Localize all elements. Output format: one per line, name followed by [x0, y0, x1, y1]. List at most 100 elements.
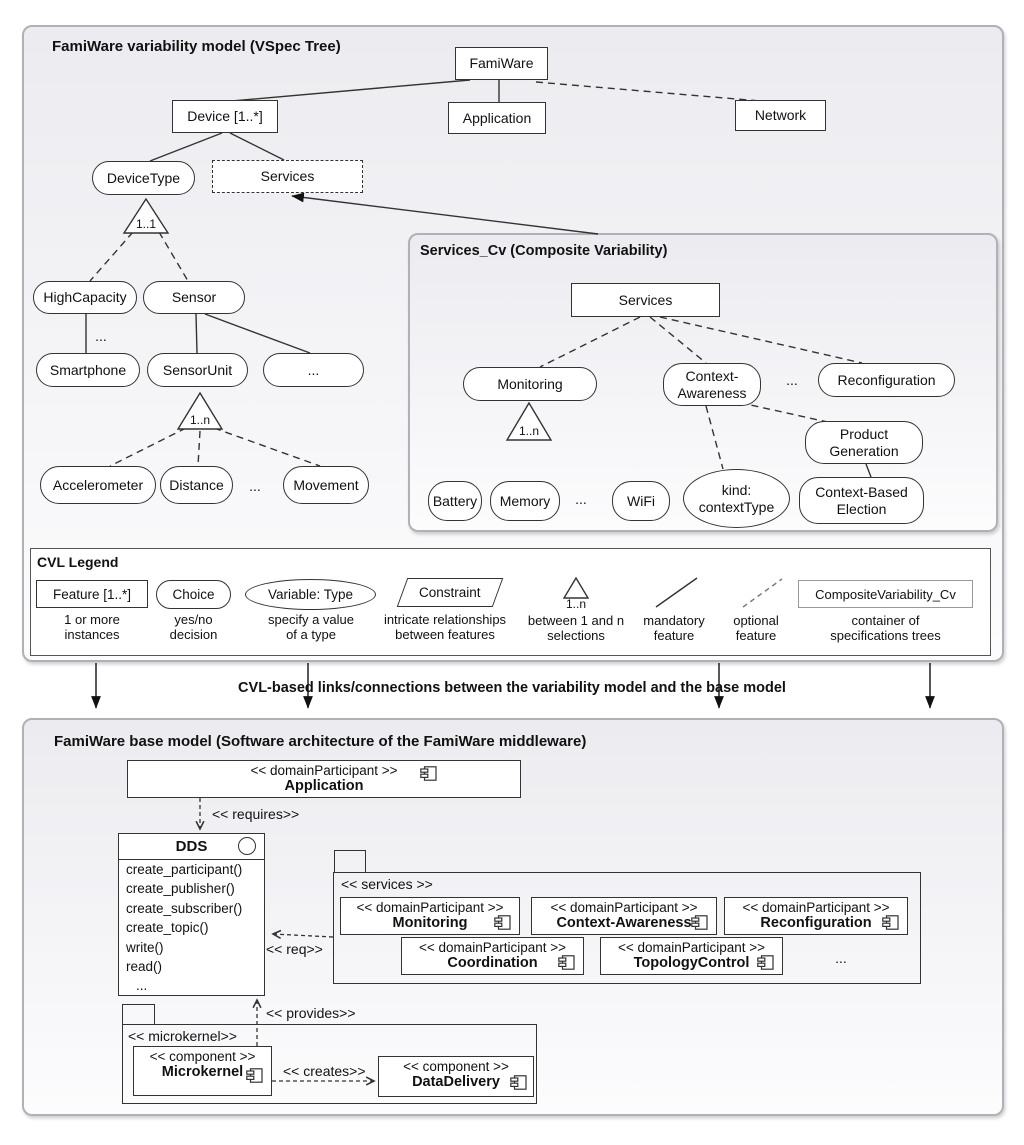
component-reconfiguration: << domainParticipant >> Reconfiguration: [724, 897, 908, 935]
node-memory: Memory: [490, 481, 560, 521]
monitoring-stereotype: << domainParticipant >>: [356, 900, 504, 915]
creates-label: << creates>>: [283, 1063, 366, 1079]
triangle-label-cv-1-n: 1..n: [518, 424, 539, 438]
legend-choice-caption: yes/no decision: [169, 612, 218, 643]
component-icon: [882, 915, 899, 930]
microkernel-stereotype: << component >>: [149, 1049, 256, 1064]
interface-circle-icon: [238, 837, 256, 855]
node-monitoring: Monitoring: [463, 367, 597, 401]
component-icon: [494, 915, 511, 930]
node-network: Network: [735, 100, 826, 131]
dds-method: write(): [126, 939, 164, 955]
triangle-label-1-1: 1..1: [135, 217, 156, 231]
dds-method: read(): [126, 959, 163, 975]
topologycontrol-stereotype: << domainParticipant >>: [617, 940, 766, 955]
node-context-awareness: Context- Awareness: [663, 363, 761, 406]
component-datadelivery: << component >> DataDelivery: [378, 1056, 534, 1097]
ellipsis-monitoring-children: ...: [575, 491, 587, 507]
node-distance: Distance: [160, 466, 233, 504]
node-movement: Movement: [283, 466, 369, 504]
req-label: << req>>: [266, 941, 323, 957]
legend-variable-caption: specify a value of a type: [268, 612, 354, 643]
node-cv-services: Services: [571, 283, 720, 317]
node-sensor: Sensor: [143, 281, 245, 314]
node-famiware: FamiWare: [455, 47, 548, 80]
node-product-generation: Product Generation: [805, 421, 923, 464]
component-icon: [420, 766, 437, 781]
coordination-stereotype: << domainParticipant >>: [418, 940, 567, 955]
topologycontrol-name: TopologyControl: [633, 955, 750, 971]
cvl-links-label: CVL-based links/connections between the …: [238, 680, 786, 696]
legend-constraint-shape: Constraint: [396, 578, 504, 607]
microkernel-package-label: << microkernel>>: [128, 1028, 237, 1044]
node-kind-contexttype: kind: contextType: [683, 469, 790, 528]
services-package-tab: [334, 850, 366, 873]
legend-title: CVL Legend: [37, 554, 119, 570]
ellipsis-cv-services: ...: [786, 372, 798, 388]
node-application: Application: [448, 102, 546, 134]
legend-choice-shape: Choice: [156, 580, 231, 609]
legend-optional-caption: optional feature: [733, 613, 779, 644]
context-awareness-stereotype: << domainParticipant >>: [550, 900, 698, 915]
dds-method-list: create_participant() create_publisher()cr…: [119, 860, 264, 996]
provides-label: << provides>>: [266, 1005, 356, 1021]
services-package-label: << services >>: [341, 876, 433, 892]
coordination-name: Coordination: [447, 955, 538, 971]
reconfiguration-name: Reconfiguration: [760, 915, 872, 931]
component-topologycontrol: << domainParticipant >> TopologyControl: [600, 937, 783, 975]
node-wifi: WiFi: [612, 481, 670, 521]
legend-constraint-caption: intricate relationships between features: [383, 612, 507, 643]
node-battery: Battery: [428, 481, 482, 521]
services-cv-title: Services_Cv (Composite Variability): [420, 243, 668, 259]
dds-header: DDS: [119, 834, 264, 860]
node-device: Device [1..*]: [172, 100, 278, 133]
context-awareness-name: Context-Awareness: [556, 915, 692, 931]
application-stereotype: << domainParticipant >>: [250, 763, 398, 778]
component-context-awareness: << domainParticipant >> Context-Awarenes…: [531, 897, 717, 935]
microkernel-package-body: [122, 1024, 537, 1104]
dds-method: create_subscriber(): [126, 900, 243, 916]
node-sensorunit: SensorUnit: [147, 353, 248, 387]
component-icon: [691, 915, 708, 930]
node-context-based-election: Context-Based Election: [799, 477, 924, 524]
ellipsis-sensor-units: ...: [249, 478, 261, 494]
component-application: << domainParticipant >> Application: [127, 760, 521, 798]
legend-feature-shape: Feature [1..*]: [36, 580, 148, 608]
legend-mandatory-caption: mandatory feature: [643, 613, 705, 644]
node-devicetype: DeviceType: [92, 161, 195, 195]
legend-variable-shape: Variable: Type: [245, 579, 376, 610]
dds-name: DDS: [175, 838, 208, 855]
ellipsis-under-highcapacity: ...: [95, 328, 107, 344]
legend-constraint-label: Constraint: [419, 585, 481, 600]
legend-selections-caption: between 1 and n selections: [527, 613, 625, 644]
legend-feature-caption: 1 or more instances: [64, 612, 120, 643]
base-model-title: FamiWare base model (Software architectu…: [54, 733, 587, 750]
ellipsis-services-package: ...: [835, 950, 847, 966]
component-icon: [510, 1075, 527, 1090]
legend-composite-shape: CompositeVariability_Cv: [798, 580, 973, 608]
node-accelerometer: Accelerometer: [40, 466, 156, 504]
node-reconfiguration: Reconfiguration: [818, 363, 955, 397]
requires-label: << requires>>: [212, 806, 300, 822]
microkernel-name: Microkernel: [161, 1064, 244, 1080]
node-smartphone: Smartphone: [36, 353, 140, 387]
node-highcapacity: HighCapacity: [33, 281, 137, 314]
component-monitoring: << domainParticipant >> Monitoring: [340, 897, 520, 935]
node-sensor-more: ...: [263, 353, 364, 387]
dds-method: create_topic(): [126, 920, 209, 936]
application-name: Application: [284, 778, 364, 794]
node-services-placeholder: Services: [212, 160, 363, 193]
monitoring-name: Monitoring: [392, 915, 468, 931]
dds-method: create_publisher(): [126, 881, 235, 897]
component-microkernel: << component >> Microkernel: [133, 1046, 272, 1096]
datadelivery-stereotype: << component >>: [403, 1059, 509, 1074]
dds-method: ...: [136, 978, 148, 994]
legend-triangle-label: 1..n: [565, 597, 586, 611]
dds-interface-box: DDS create_participant() create_publisher…: [118, 833, 265, 996]
triangle-label-1-n: 1..n: [189, 413, 210, 427]
dds-method: create_participant(): [126, 862, 243, 877]
component-icon: [558, 955, 575, 970]
datadelivery-name: DataDelivery: [412, 1074, 500, 1090]
variability-model-title: FamiWare variability model (VSpec Tree): [52, 38, 341, 55]
